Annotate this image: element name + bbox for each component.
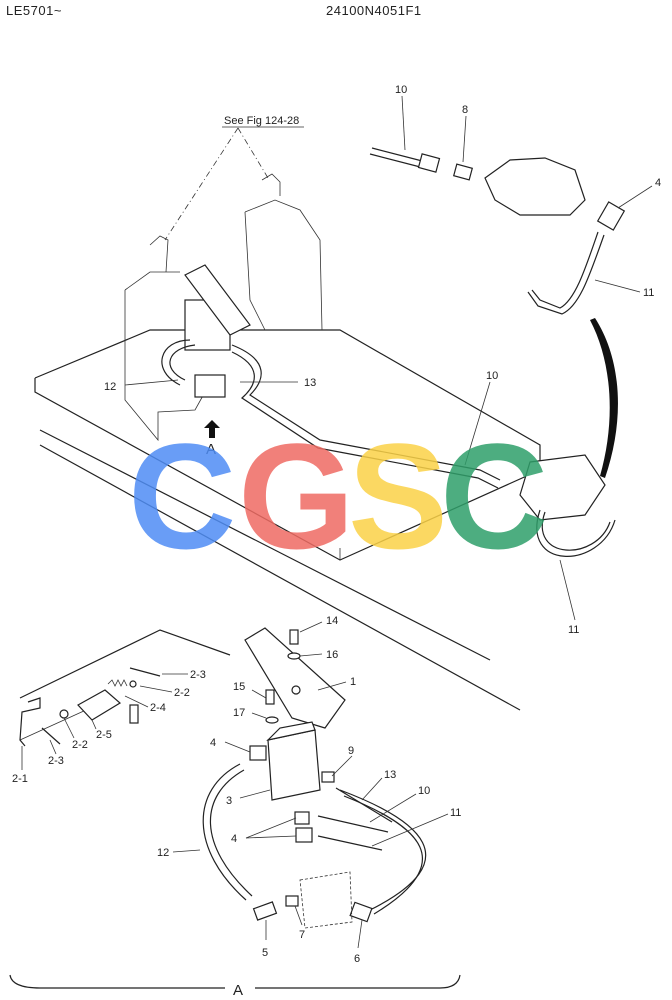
callout-2-2-b: 2-2	[72, 739, 88, 751]
reference-note: See Fig 124-28	[224, 115, 299, 127]
washer-17	[265, 716, 279, 724]
fitting-6	[349, 901, 373, 923]
lower-callouts: 14 16 1 15 17 4 3 9 13 10 11 4 12 5 7 6	[9, 615, 461, 999]
watermark-letter-s: S	[348, 412, 448, 580]
callout-2-1: 2-1	[12, 773, 28, 785]
valve-body-upper	[194, 374, 226, 398]
fitting-9	[321, 771, 335, 783]
callout-12-bottom: 12	[157, 847, 169, 859]
callout-8: 8	[462, 104, 468, 116]
control-valve-upper	[484, 157, 586, 216]
callout-4-top: 4	[655, 177, 661, 189]
callout-7: 7	[299, 929, 305, 941]
callout-17: 17	[233, 707, 245, 719]
upper-assembly-view	[34, 127, 626, 711]
watermark: C G S C	[128, 412, 548, 580]
watermark-letter-c2: C	[440, 412, 548, 580]
watermark-letter-c1: C	[128, 412, 236, 580]
callout-11-bottom: 11	[450, 807, 461, 819]
callout-13-top: 13	[304, 377, 316, 389]
bolt-15	[265, 689, 275, 705]
bolt-2-4	[129, 704, 139, 724]
elbow-4-b	[294, 811, 310, 825]
serial-range: LE5701~	[6, 3, 62, 18]
callout-5: 5	[262, 947, 268, 959]
curved-direction-arrow	[590, 318, 618, 478]
callout-10-bottom: 10	[418, 785, 430, 797]
bracket-2-5	[77, 689, 122, 721]
callout-13-bottom: 13	[384, 769, 396, 781]
upper-callouts: 10 8 4 11 13 12 10 11 See Fig 124-28 A	[104, 84, 661, 636]
elbow-4	[596, 201, 626, 231]
control-valve-lower	[519, 454, 606, 521]
pedal-upper	[184, 264, 251, 336]
callout-2-3-b: 2-3	[48, 755, 64, 767]
view-marker-lower: A	[233, 982, 243, 999]
callout-12-top: 12	[104, 381, 116, 393]
callout-2-4: 2-4	[150, 702, 166, 714]
fitting-10	[417, 153, 441, 173]
callout-15: 15	[233, 681, 245, 693]
callout-6: 6	[354, 953, 360, 965]
fitting-5	[252, 901, 278, 921]
pedal-1	[244, 627, 346, 729]
valve-body-3	[267, 729, 321, 801]
callout-16: 16	[326, 649, 338, 661]
drawing-code: 24100N4051F1	[326, 3, 422, 18]
callout-10-top: 10	[395, 84, 407, 96]
view-marker-upper: A	[206, 441, 216, 458]
callout-2-3-a: 2-3	[190, 669, 206, 681]
callout-9: 9	[348, 745, 354, 757]
elbow-4-c	[295, 827, 313, 843]
elbow-4-a	[249, 745, 267, 761]
callout-11-mid: 11	[568, 624, 579, 636]
callout-14: 14	[326, 615, 338, 627]
fitting-7	[285, 895, 299, 907]
callout-2-2-a: 2-2	[174, 687, 190, 699]
callout-4-b: 4	[231, 833, 237, 845]
callout-3: 3	[226, 795, 232, 807]
callout-2-5: 2-5	[96, 729, 112, 741]
view-arrow-icon	[204, 420, 220, 438]
callout-11-top: 11	[643, 287, 654, 299]
washer-16	[287, 652, 301, 660]
bolt-14	[289, 629, 299, 645]
lower-exploded-view	[19, 627, 427, 929]
callout-1: 1	[350, 676, 356, 688]
callout-4-a: 4	[210, 737, 216, 749]
fitting-8	[452, 163, 474, 181]
watermark-letter-g: G	[238, 412, 355, 580]
callout-10-mid: 10	[486, 370, 498, 382]
